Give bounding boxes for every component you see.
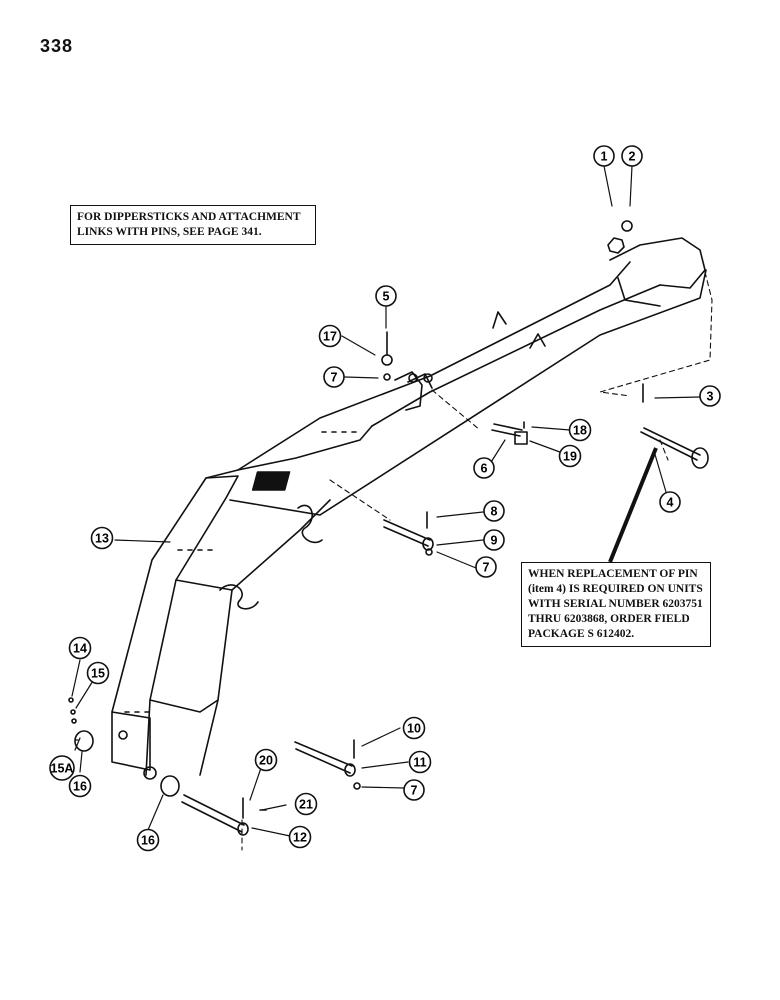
callout-label: 4 bbox=[667, 496, 674, 510]
callout-6: 6 bbox=[473, 457, 495, 479]
callout-label: 3 bbox=[707, 390, 714, 404]
callout-leaders bbox=[71, 165, 701, 837]
callout-9: 9 bbox=[483, 529, 505, 551]
callout-bubbles: 1 2 3 4 5 6 7 7 7 7 8 9 10 11 12 13 14 1… bbox=[49, 145, 721, 852]
callout-label: 7 bbox=[331, 371, 338, 385]
callout-label: 2 bbox=[629, 150, 636, 164]
leader-lines bbox=[241, 271, 713, 851]
callout-label: 7 bbox=[411, 784, 418, 798]
callout-label: 13 bbox=[95, 532, 109, 546]
callout-label: 16 bbox=[141, 834, 155, 848]
dipperstick-reference-note: FOR DIPPERSTICKS AND ATTACHMENT LINKS WI… bbox=[70, 205, 316, 245]
callout-label: 6 bbox=[481, 462, 488, 476]
callout-label: 12 bbox=[293, 831, 307, 845]
callout-13: 13 bbox=[90, 526, 114, 550]
callout-11: 11 bbox=[408, 750, 432, 774]
boom-body bbox=[111, 237, 707, 780]
callout-label: 7 bbox=[483, 561, 490, 575]
callout-3: 3 bbox=[699, 385, 721, 407]
pin-replacement-note: WHEN REPLACEMENT OF PIN (item 4) IS REQU… bbox=[521, 562, 711, 647]
callout-label: 10 bbox=[407, 722, 421, 736]
note-pointer-line bbox=[608, 447, 658, 563]
callout-16: 16 bbox=[68, 774, 92, 798]
callout-label: 17 bbox=[323, 330, 337, 344]
callout-15a: 15A bbox=[49, 755, 75, 781]
callout-label: 5 bbox=[383, 290, 390, 304]
callout-label: 16 bbox=[73, 780, 87, 794]
callout-18: 18 bbox=[568, 418, 592, 442]
note-line: PACKAGE S 612402. bbox=[528, 628, 635, 640]
callout-label: 20 bbox=[259, 754, 273, 768]
callout-7: 7 bbox=[403, 779, 425, 801]
callout-20: 20 bbox=[254, 748, 278, 772]
callout-label: 15A bbox=[51, 762, 74, 776]
callout-label: 9 bbox=[491, 534, 498, 548]
callout-19: 19 bbox=[558, 444, 582, 468]
callout-label: 8 bbox=[491, 505, 498, 519]
callout-label: 14 bbox=[73, 642, 87, 656]
callout-5: 5 bbox=[375, 285, 397, 307]
note-line: THRU 6203868, ORDER FIELD bbox=[528, 613, 690, 625]
callout-7: 7 bbox=[475, 556, 497, 578]
callout-1: 1 bbox=[593, 145, 615, 167]
callout-2: 2 bbox=[621, 145, 643, 167]
callout-7: 7 bbox=[323, 366, 345, 388]
note-line: (item 4) IS REQUIRED ON UNITS bbox=[528, 583, 703, 595]
callout-10: 10 bbox=[402, 716, 426, 740]
note-line: WHEN REPLACEMENT OF PIN bbox=[528, 568, 698, 580]
callout-8: 8 bbox=[483, 500, 505, 522]
callout-label: 11 bbox=[413, 756, 426, 770]
callout-14: 14 bbox=[68, 636, 92, 660]
callout-16: 16 bbox=[136, 828, 160, 852]
callout-label: 1 bbox=[601, 150, 608, 164]
callout-15: 15 bbox=[86, 661, 110, 685]
callout-21: 21 bbox=[294, 792, 318, 816]
callout-4: 4 bbox=[659, 491, 681, 513]
page-number: 338 bbox=[40, 36, 74, 56]
callout-label: 19 bbox=[563, 450, 577, 464]
callout-label: 18 bbox=[573, 424, 587, 438]
callout-label: 21 bbox=[299, 798, 313, 812]
loose-parts bbox=[68, 220, 709, 836]
callout-label: 15 bbox=[91, 667, 105, 681]
note-line: WITH SERIAL NUMBER 6203751 bbox=[528, 598, 703, 610]
note-line: FOR DIPPERSTICKS AND ATTACHMENT bbox=[77, 211, 301, 223]
callout-17: 17 bbox=[318, 324, 342, 348]
callout-12: 12 bbox=[288, 825, 312, 849]
note-line: LINKS WITH PINS, SEE PAGE 341. bbox=[77, 226, 262, 238]
